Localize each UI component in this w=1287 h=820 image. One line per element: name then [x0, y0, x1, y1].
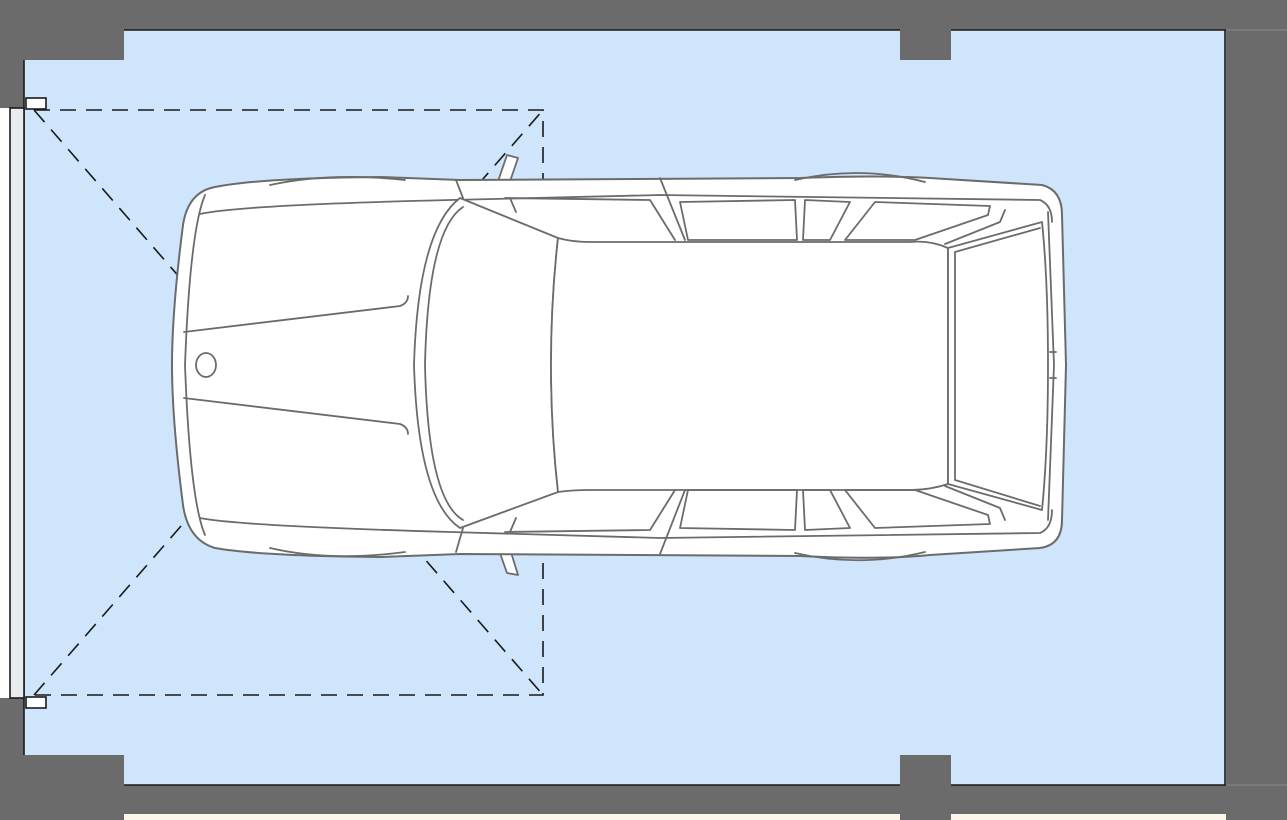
rear-window — [947, 221, 1049, 511]
wheel-arch-front-top — [269, 176, 406, 186]
wall-bottom — [0, 785, 1287, 814]
adjacent-room — [0, 814, 1287, 820]
wheel-arch-front-bottom — [269, 547, 406, 558]
side-window-bottom-2 — [679, 489, 798, 531]
body-line-top — [199, 194, 1053, 223]
wheel-arch-rear-top — [794, 172, 926, 183]
side-window-top-4 — [844, 201, 991, 241]
pillar-bottom-mid — [900, 755, 951, 820]
wall-top — [0, 0, 1287, 30]
b-pillar-top — [659, 177, 686, 241]
car-top-view-icon — [171, 154, 1067, 576]
a-pillar-bottom — [455, 527, 464, 553]
rear-window-inner — [954, 227, 1041, 507]
side-window-bottom-3 — [802, 489, 851, 531]
hood-crease-bottom — [183, 397, 409, 435]
c-pillar-top — [944, 209, 1006, 245]
a-pillar-top — [455, 179, 464, 199]
roof — [550, 237, 949, 493]
pillar-top-left — [0, 0, 124, 60]
bumper-line-front — [184, 194, 206, 536]
side-window-top-3 — [802, 199, 851, 241]
hood-emblem — [195, 352, 217, 378]
bumper-line-rear — [1047, 211, 1055, 521]
door-hinge-top — [25, 97, 47, 110]
side-window-bottom-1 — [504, 489, 676, 533]
body-line-bottom — [199, 509, 1053, 539]
side-window-top-1 — [504, 197, 676, 241]
side-window-top-2 — [679, 199, 798, 241]
garage-door[interactable] — [9, 97, 47, 709]
wall-right — [1226, 0, 1287, 820]
c-pillar-bottom — [944, 485, 1006, 521]
b-pillar-bottom — [659, 489, 686, 555]
pillar-top-mid — [900, 0, 951, 60]
windshield-inner — [424, 206, 464, 521]
door-hinge-bottom — [25, 696, 47, 709]
side-window-bottom-4 — [844, 489, 991, 529]
door-panel — [9, 107, 25, 699]
windshield — [413, 197, 559, 529]
hood-crease-top — [183, 295, 409, 333]
wheel-arch-rear-bottom — [794, 551, 926, 562]
pillar-bottom-left — [0, 755, 124, 820]
